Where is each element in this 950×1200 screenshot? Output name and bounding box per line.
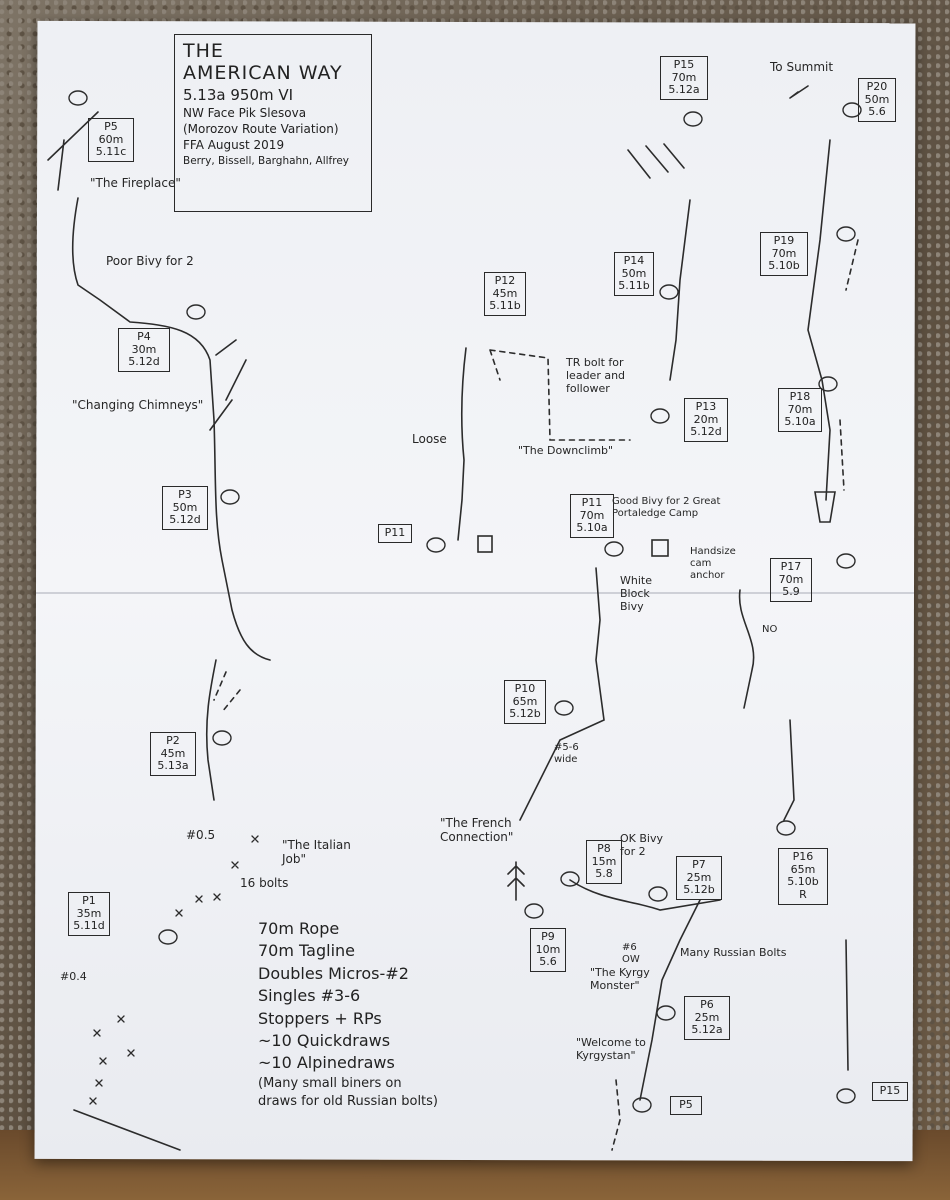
route-variation: (Morozov Route Variation) (183, 122, 339, 137)
route-welcome (611, 1079, 621, 1151)
route-left-corner (47, 111, 99, 191)
note-0-5: #0.5 (186, 828, 216, 842)
ref-box-p5: P5 (670, 1096, 702, 1115)
note-welcome: "Welcome to Kyrgystan" (576, 1036, 646, 1063)
note-kyrgy-monster: "The Kyrgy Monster" (590, 966, 650, 993)
note-ow: #6 OW (622, 942, 640, 965)
route-right-p16 (783, 719, 849, 1071)
route-grade: 5.13a 950m VI (183, 85, 294, 104)
note-ok-bivy: OK Bivy for 2 (620, 832, 663, 859)
gear-list: 70m Rope 70m Tagline Doubles Micros-#2 S… (258, 918, 438, 1111)
climbing-team: Berry, Bissell, Barghahn, Allfrey (183, 154, 350, 167)
route-center-loose (457, 347, 467, 541)
block-shape (651, 539, 669, 557)
tree-shape (507, 861, 525, 901)
route-p15-hatch (627, 143, 685, 179)
chimney-lines (209, 339, 247, 431)
block-shape (814, 491, 836, 523)
note-handsize: Handsize cam anchor (690, 546, 736, 581)
note-fireplace: "The Fireplace" (90, 176, 181, 190)
anchors (68, 90, 862, 1113)
block-shape (477, 535, 493, 553)
note-poor-bivy: Poor Bivy for 2 (106, 254, 194, 268)
gear-note-1: (Many small biners on (258, 1075, 402, 1091)
title-the: THE (183, 40, 224, 62)
gear-singles: Singles #3-6 (258, 986, 361, 1006)
note-to-summit: To Summit (770, 60, 834, 74)
title-block: THE AMERICAN WAY 5.13a 950m VI NW Face P… (174, 34, 372, 212)
paper-fold (36, 592, 914, 594)
gear-stoppers: Stoppers + RPs (258, 1008, 382, 1028)
route-p14 (669, 199, 691, 381)
note-downclimb: "The Downclimb" (518, 444, 614, 457)
gear-tagline: 70m Tagline (258, 941, 355, 961)
gear-rope: 70m Rope (258, 919, 340, 938)
route-right-upper (807, 139, 831, 501)
route-left-lower (205, 659, 217, 801)
note-russian-bolts: Many Russian Bolts (680, 946, 787, 959)
note-no: NO (762, 624, 778, 635)
note-16-bolts: 16 bolts (240, 876, 289, 890)
route-right-p17 (738, 589, 755, 709)
note-italian-job: "The Italian Job" (282, 838, 351, 867)
note-wide: #5-6 wide (554, 742, 579, 765)
route-p6-p9 (569, 879, 721, 1101)
note-tr-bolt: TR bolt for leader and follower (566, 356, 626, 396)
ref-box-p11: P11 (378, 524, 412, 543)
note-good-bivy: Good Bivy for 2 Great Portaledge Camp (612, 496, 721, 519)
summit-arrow (789, 85, 809, 99)
note-french-connection: "The French Connection" (440, 816, 514, 845)
route-face: NW Face Pik Slesova (183, 105, 307, 120)
ground-line (73, 1109, 181, 1151)
route-left-dash (213, 671, 241, 713)
note-white-block: White Block Bivy (620, 574, 652, 614)
gear-quickdraws: ~10 Quickdraws (258, 1030, 391, 1050)
first-free-ascent: FFA August 2019 (183, 138, 285, 153)
note-changing-chimneys: "Changing Chimneys" (72, 398, 204, 412)
route-p10 (519, 567, 605, 821)
note-0-4: #0.4 (60, 970, 87, 983)
gear-doubles: Doubles Micros-#2 (258, 963, 409, 983)
gear-note-2: draws for old Russian bolts) (258, 1093, 439, 1109)
ref-box-p15: P15 (872, 1082, 908, 1101)
route-center-dash (489, 349, 631, 441)
gear-alpinedraws: ~10 Alpinedraws (258, 1053, 395, 1073)
route-title: AMERICAN WAY (183, 61, 343, 84)
route-right-dash (839, 239, 859, 491)
note-loose: Loose (412, 432, 447, 446)
bolt-ladder (89, 835, 259, 1105)
route-left-main (71, 197, 271, 661)
